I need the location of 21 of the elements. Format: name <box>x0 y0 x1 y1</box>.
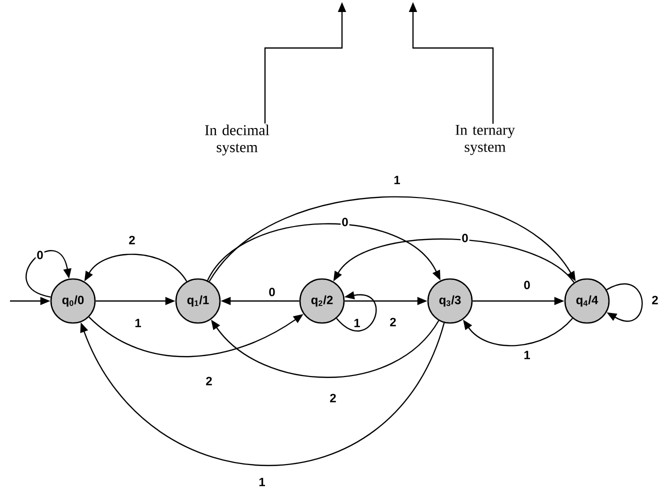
edge-label: 0 <box>522 280 532 290</box>
edge-label: 0 <box>36 250 44 260</box>
loop-arrow <box>606 284 643 322</box>
annotation-text: In ternary system <box>456 124 515 156</box>
edge-label: 1 <box>392 174 402 186</box>
edge-label: 1 <box>522 350 532 360</box>
transition-arrow <box>207 223 440 281</box>
annotation-text: In decimal system <box>205 124 270 156</box>
loop-arrow <box>26 250 72 298</box>
transition-arrow <box>463 318 573 346</box>
edge-label: 0 <box>460 232 470 244</box>
edge-label: 2 <box>388 316 398 328</box>
edge-label: 2 <box>128 234 136 246</box>
edge-label: 1 <box>258 476 266 488</box>
edge-label: 1 <box>134 318 142 328</box>
edge-label: 0 <box>340 216 350 228</box>
edge-label: 2 <box>650 294 660 306</box>
edge-label: 2 <box>328 392 338 404</box>
edge-label: 1 <box>352 318 362 328</box>
edge-label: 2 <box>204 376 214 386</box>
edge-label: 0 <box>268 286 276 298</box>
